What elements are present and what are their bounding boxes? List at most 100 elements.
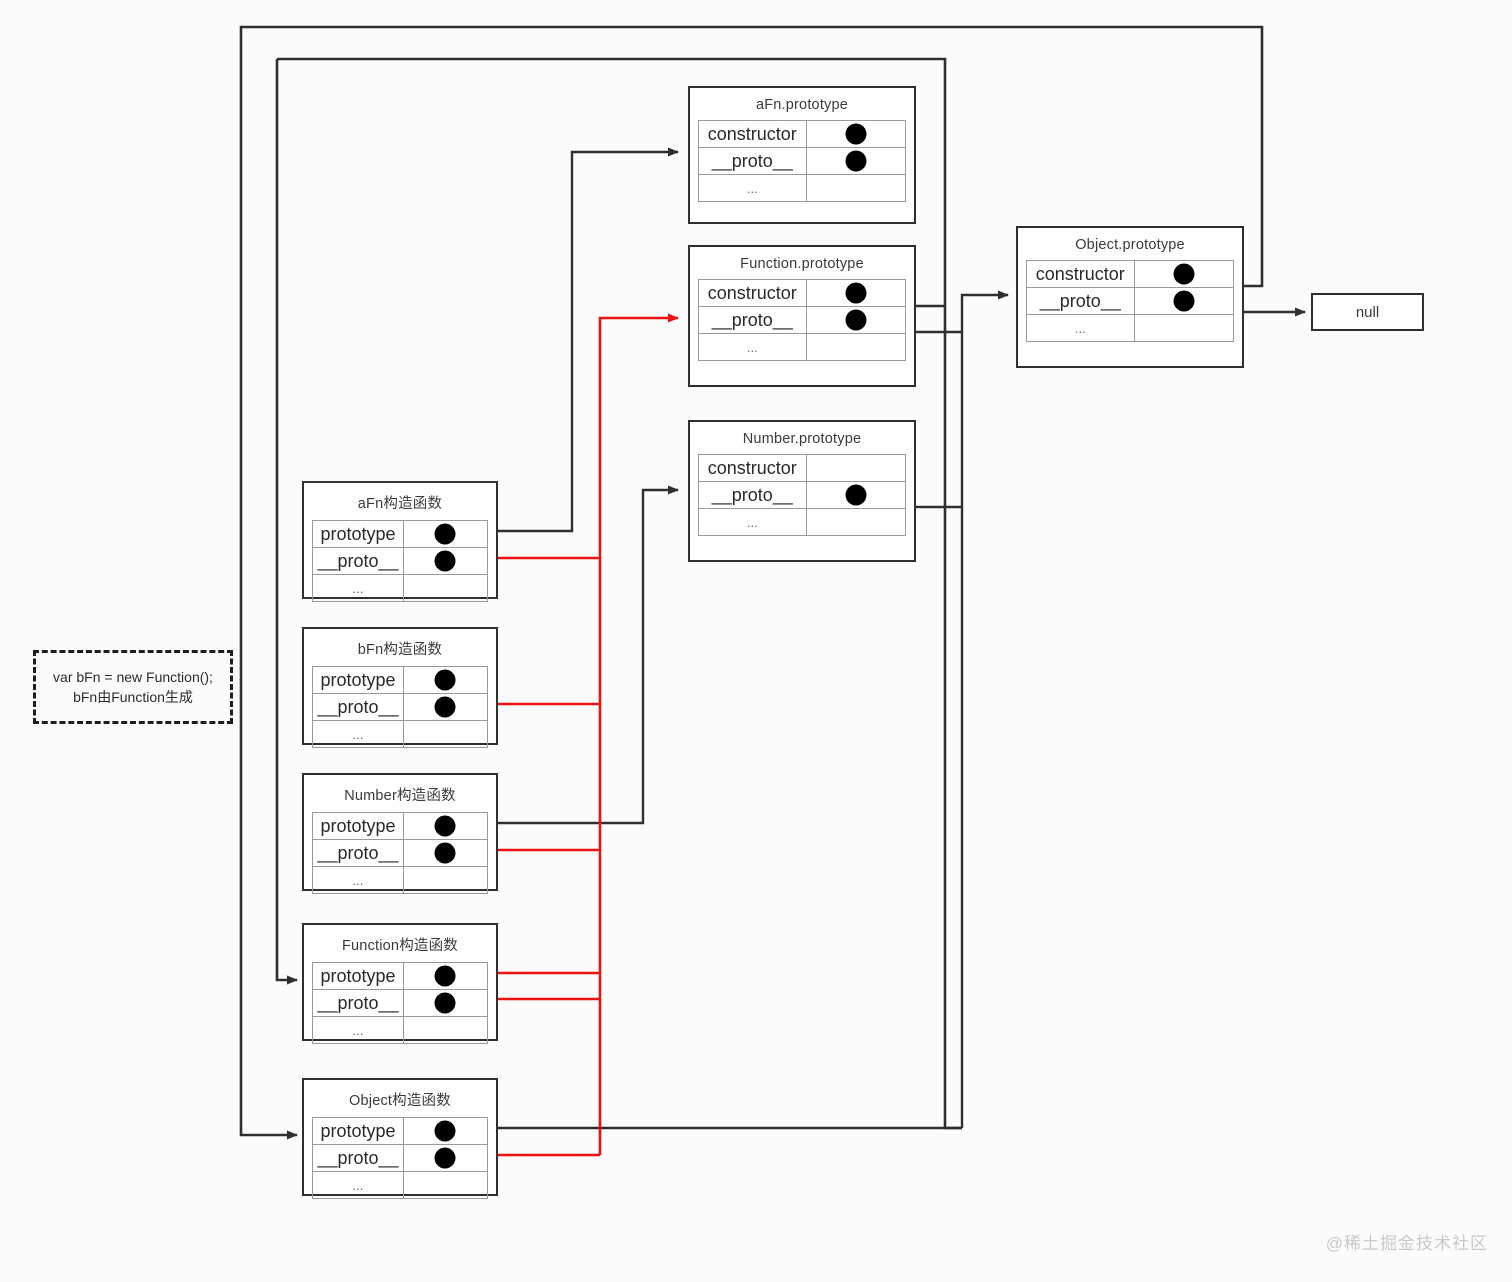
row-key: __proto__ [312, 547, 404, 575]
reference-dot [434, 696, 456, 718]
row-key: ... [698, 333, 807, 361]
table-row: __proto__ [1026, 287, 1235, 315]
node-aFn-prototype[interactable]: aFn.prototype constructor __proto__ ... [688, 86, 916, 224]
row-key: ... [1026, 314, 1135, 342]
property-table: constructor __proto__ ... [698, 120, 907, 202]
node-title: Number.prototype [742, 431, 862, 447]
reference-dot [434, 965, 456, 987]
table-row: ... [1026, 314, 1235, 342]
reference-dot [845, 282, 867, 304]
trunk-to-objectprototype [960, 290, 1009, 1128]
property-table: prototype __proto__ ... [312, 1117, 489, 1199]
watermark: @稀土掘金技术社区 [1325, 1234, 1488, 1253]
reference-dot [434, 523, 456, 545]
row-value [402, 666, 489, 694]
node-null[interactable]: null [1311, 293, 1424, 331]
row-value [402, 812, 489, 840]
table-row: constructor [698, 454, 907, 482]
node-object-prototype[interactable]: Object.prototype constructor __proto__ .… [1016, 226, 1244, 368]
reference-dot [1173, 263, 1195, 285]
row-key: ... [312, 1171, 404, 1199]
table-row: prototype [312, 812, 489, 840]
property-table: prototype __proto__ ... [312, 962, 489, 1044]
reference-dot [845, 123, 867, 145]
row-value [402, 693, 489, 721]
property-table: constructor __proto__ ... [1026, 260, 1235, 342]
row-key: __proto__ [312, 989, 404, 1017]
table-row: constructor [698, 279, 907, 307]
table-row: __proto__ [312, 693, 489, 721]
table-row: __proto__ [698, 481, 907, 509]
row-key: constructor [1026, 260, 1135, 288]
reference-dot [434, 1120, 456, 1142]
row-key: __proto__ [312, 693, 404, 721]
row-key: __proto__ [312, 839, 404, 867]
table-row: ... [312, 1016, 489, 1044]
node-object-constructor[interactable]: Object构造函数 prototype __proto__ ... [302, 1078, 498, 1199]
row-value [402, 547, 489, 575]
reference-dot [434, 550, 456, 572]
table-row: ... [698, 174, 907, 202]
row-value [805, 333, 907, 361]
node-aFn-constructor[interactable]: aFn构造函数 prototype __proto__ ... [302, 481, 498, 602]
reference-dot [434, 815, 456, 837]
row-value [1133, 287, 1235, 315]
row-value [402, 962, 489, 990]
row-key: __proto__ [698, 306, 807, 334]
row-value [402, 574, 489, 602]
table-row: __proto__ [698, 147, 907, 175]
row-value [805, 481, 907, 509]
row-key: __proto__ [1026, 287, 1135, 315]
row-key: prototype [312, 962, 404, 990]
node-function-constructor[interactable]: Function构造函数 prototype __proto__ ... [302, 923, 498, 1044]
row-key: ... [698, 508, 807, 536]
reference-dot [434, 992, 456, 1014]
node-function-prototype[interactable]: Function.prototype constructor __proto__… [688, 245, 916, 387]
row-key: constructor [698, 279, 807, 307]
row-value [805, 147, 907, 175]
row-key: prototype [312, 1117, 404, 1145]
node-title: bFn构造函数 [357, 642, 443, 658]
node-number-constructor[interactable]: Number构造函数 prototype __proto__ ... [302, 773, 498, 894]
table-row: ... [312, 574, 489, 602]
reference-dot [1173, 290, 1195, 312]
node-title: Function.prototype [740, 256, 864, 272]
null-label: null [1355, 303, 1380, 321]
table-row: constructor [1026, 260, 1235, 288]
node-title: Object构造函数 [349, 1093, 451, 1109]
reference-dot [434, 1147, 456, 1169]
row-value [805, 279, 907, 307]
table-row: ... [698, 333, 907, 361]
row-value [1133, 260, 1235, 288]
node-title: Function构造函数 [341, 938, 458, 954]
node-title: Number构造函数 [344, 788, 456, 804]
property-table: constructor __proto__ ... [698, 279, 907, 361]
node-title: aFn.prototype [755, 97, 849, 113]
reference-dot [845, 150, 867, 172]
node-title: Object.prototype [1075, 237, 1185, 253]
reference-dot [845, 484, 867, 506]
table-row: ... [698, 508, 907, 536]
row-key: ... [312, 866, 404, 894]
reference-dot [434, 842, 456, 864]
node-number-prototype[interactable]: Number.prototype constructor __proto__ .… [688, 420, 916, 562]
row-key: __proto__ [312, 1144, 404, 1172]
note-line-2: bFn由Function生成 [73, 689, 193, 705]
table-row: __proto__ [312, 989, 489, 1017]
table-row: prototype [312, 1117, 489, 1145]
reference-dot [845, 309, 867, 331]
table-row: ... [312, 720, 489, 748]
row-value [805, 454, 907, 482]
row-key: prototype [312, 812, 404, 840]
row-value [402, 839, 489, 867]
row-value [805, 174, 907, 202]
row-key: prototype [312, 666, 404, 694]
table-row: prototype [312, 666, 489, 694]
node-bFn-constructor[interactable]: bFn构造函数 prototype __proto__ ... [302, 627, 498, 748]
row-value [402, 520, 489, 548]
row-value [402, 720, 489, 748]
table-row: prototype [312, 520, 489, 548]
table-row: ... [312, 866, 489, 894]
table-row: __proto__ [312, 839, 489, 867]
